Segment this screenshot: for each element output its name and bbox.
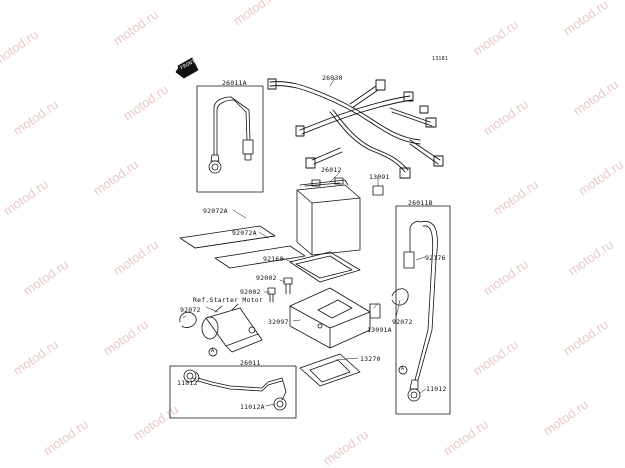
label-26011B: 26011B [408, 199, 433, 207]
fuse-13091A [369, 303, 381, 319]
label-26012: 26012 [321, 166, 342, 174]
label-92072-left: 92072 [180, 306, 201, 314]
wire-harness-26030 [267, 78, 444, 179]
label-92072A-top: 92072A [203, 207, 228, 215]
label-11012-left: 11012 [177, 379, 198, 387]
bolt-92002-a [283, 277, 293, 295]
clamp-92072-left [179, 311, 197, 328]
label-ref-starter-motor: Ref.Starter Motor [193, 296, 263, 304]
label-13091: 13091 [369, 173, 390, 181]
strap-92072A-bottom [214, 245, 306, 269]
box-26011A [196, 85, 264, 193]
cable-26011 [183, 369, 287, 411]
diagram-code: 13181 [432, 56, 449, 62]
marker-a-left-circle [208, 347, 218, 357]
marker-a-right-circle [398, 365, 408, 375]
battery-26012 [296, 177, 361, 256]
label-32097: 32097 [268, 318, 289, 326]
label-92002-a: 92002 [256, 274, 277, 282]
marker-a-right: A [401, 366, 405, 372]
label-11012A: 11012A [240, 403, 265, 411]
label-11012-right: 11012 [426, 385, 447, 393]
label-92176: 92176 [425, 254, 446, 262]
label-92072A-bottom: 92072A [232, 229, 257, 237]
box-26011 [169, 365, 297, 419]
label-13091A: 13091A [367, 326, 392, 334]
cable-26011B [403, 220, 438, 402]
bolt-92002-b [267, 287, 276, 303]
leader-lines [182, 77, 427, 407]
marker-a-left: A [211, 348, 215, 354]
label-92160: 92160 [263, 255, 284, 263]
box-26011B [395, 205, 451, 415]
pad-92160 [289, 251, 361, 283]
starter-motor [201, 303, 263, 353]
fuse-13091 [372, 185, 384, 196]
label-92072-right: 92072 [392, 318, 413, 326]
label-26011: 26011 [240, 359, 261, 367]
battery-case-32097 [289, 287, 371, 349]
clamp-92072-right [391, 288, 409, 306]
front-arrow-icon [175, 57, 199, 79]
plate-13270 [299, 353, 361, 387]
label-26030: 26030 [322, 74, 343, 82]
strap-92072A-top [179, 225, 276, 249]
label-26011A: 26011A [222, 79, 247, 87]
label-92002-b: 92002 [240, 288, 261, 296]
label-13270: 13270 [360, 355, 381, 363]
cable-26011A [208, 96, 254, 174]
